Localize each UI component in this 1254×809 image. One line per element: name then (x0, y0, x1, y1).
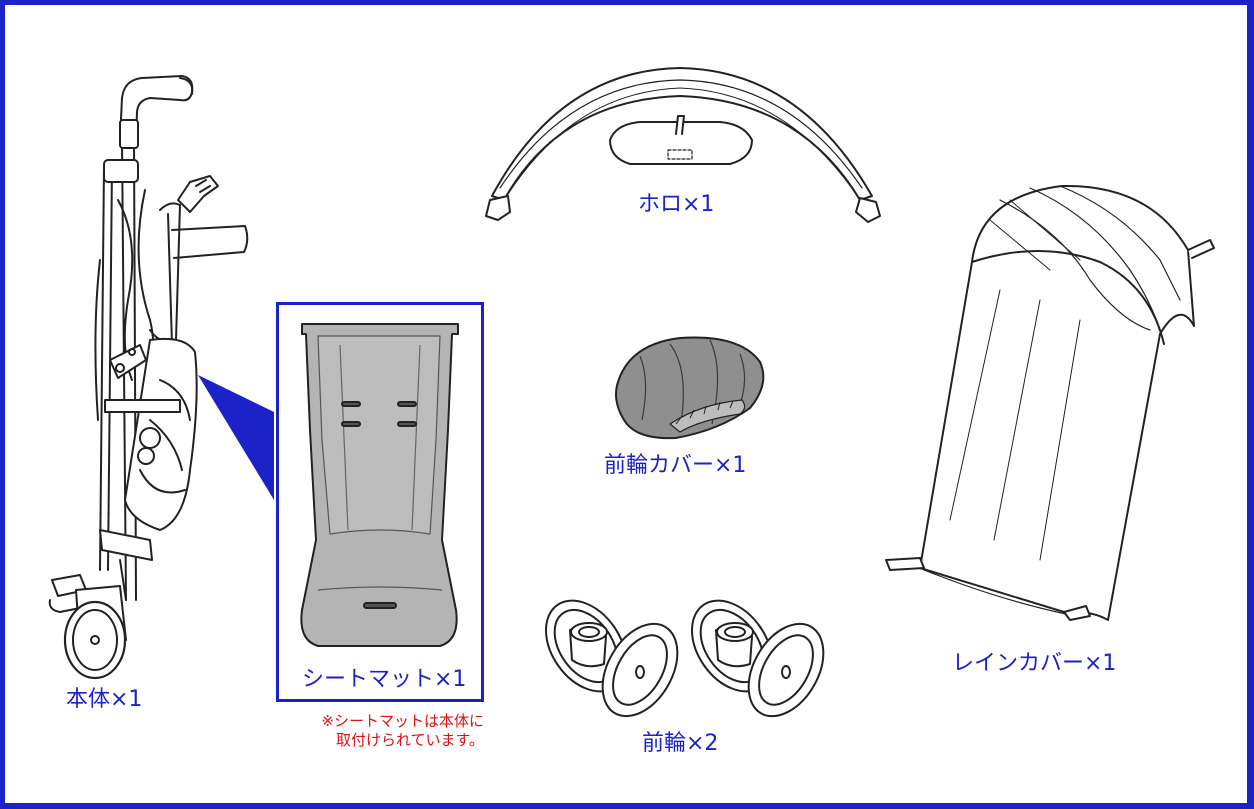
canopy-drawing (485, 67, 881, 223)
front-wheel-cover-drawing (615, 336, 765, 440)
front-wheel-right (691, 599, 825, 718)
label-canopy: ホロ×1 (638, 192, 715, 217)
label-rain-cover: レインカバー×1 (952, 651, 1117, 676)
callout-pointer (198, 375, 274, 500)
seat-mat-note: ※シートマットは本体に 取付けられています。 (321, 712, 484, 749)
front-wheel-left (545, 599, 679, 718)
stroller-body-drawing (48, 75, 249, 680)
label-front-wheel-cover: 前輪カバー×1 (604, 453, 747, 478)
label-body: 本体×1 (66, 687, 143, 712)
rain-cover-drawing (885, 184, 1215, 621)
seat-mat-highlight-box (276, 302, 484, 702)
label-front-wheel: 前輪×2 (642, 731, 719, 756)
label-seat-mat: シートマット×1 (302, 667, 467, 692)
seat-mat-drawing (300, 323, 459, 647)
front-wheels-drawing (545, 599, 825, 718)
